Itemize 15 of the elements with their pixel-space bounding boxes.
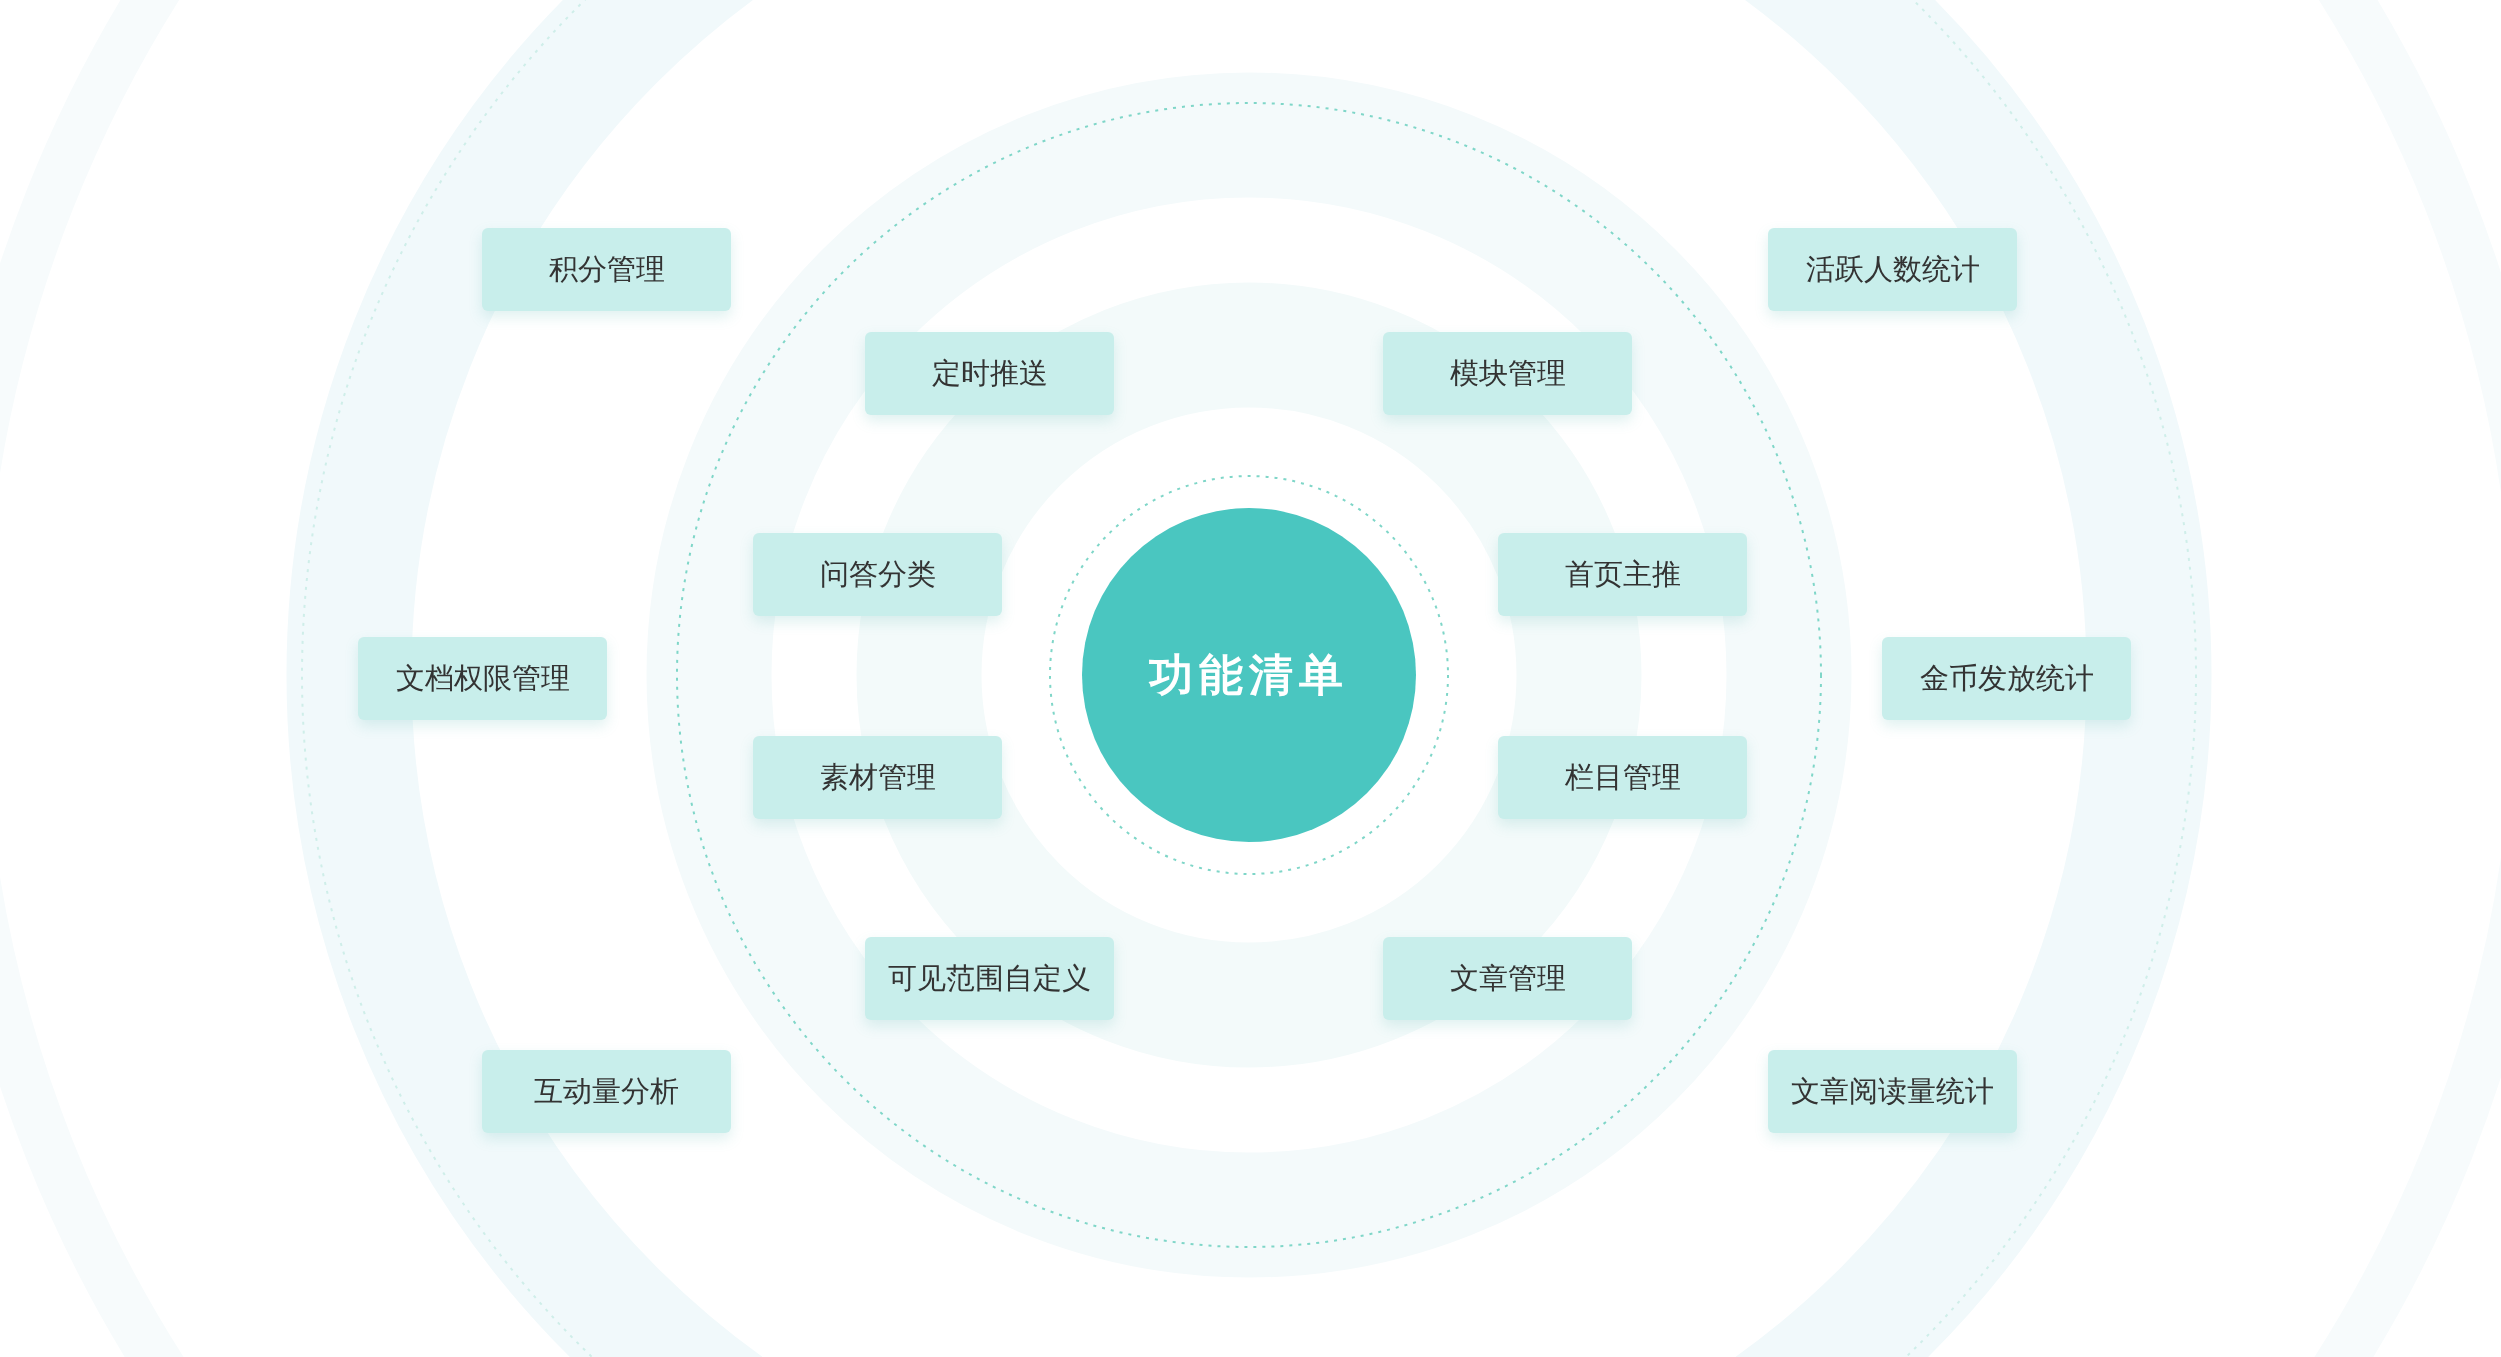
feature-box: 栏目管理 [1498,736,1747,819]
feature-box: 文章管理 [1383,937,1632,1020]
feature-box: 互动量分析 [482,1050,731,1133]
feature-box: 文档权限管理 [358,637,607,720]
feature-box: 问答分类 [753,533,1002,616]
center-circle: 功能清单 [1082,508,1416,842]
feature-box: 首页主推 [1498,533,1747,616]
feature-box: 可见范围自定义 [865,937,1114,1020]
feature-box: 积分管理 [482,228,731,311]
feature-box: 模块管理 [1383,332,1632,415]
feature-box: 定时推送 [865,332,1114,415]
feature-box: 素材管理 [753,736,1002,819]
feature-box: 金币发放统计 [1882,637,2131,720]
feature-box: 活跃人数统计 [1768,228,2017,311]
feature-box: 文章阅读量统计 [1768,1050,2017,1133]
